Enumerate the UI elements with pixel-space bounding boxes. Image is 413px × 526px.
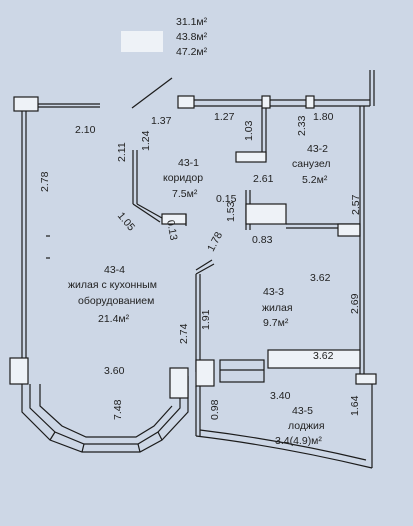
dim-2-11: 2.11 (116, 142, 128, 162)
room-area-43-3: 9.7м² (263, 317, 289, 329)
summary-area-1: 31.1м² (176, 16, 208, 28)
room-name-43-4-line1: жилая с кухонным (68, 279, 157, 291)
room-area-43-2: 5.2м² (302, 174, 328, 186)
room-name-43-2: санузел (292, 158, 331, 170)
room-name-43-3: жилая (262, 302, 293, 314)
dim-2-74: 2.74 (178, 323, 190, 344)
dim-2-10: 2.10 (75, 124, 96, 136)
corridor-walls (131, 77, 187, 226)
room-name-43-5: лоджия (288, 420, 325, 432)
room-id-43-3: 43-3 (263, 286, 285, 298)
summary-area-3: 47.2м² (176, 46, 208, 58)
room-name-43-1: коридор (163, 172, 204, 184)
dim-0-98: 0.98 (209, 399, 221, 420)
dim-1-03: 1.03 (243, 120, 255, 141)
dim-3-40: 3.40 (270, 390, 291, 402)
dim-1-53: 1.53 (225, 201, 237, 222)
dim-2-33: 2.33 (296, 115, 308, 136)
room-id-43-4: 43-4 (104, 264, 126, 276)
bay-window (21, 367, 189, 453)
wall-left (9, 111, 50, 385)
dim-2-57: 2.57 (350, 194, 362, 215)
summary-area-2: 43.8м² (176, 31, 208, 43)
dim-2-61: 2.61 (253, 173, 274, 185)
dim-0-15: 0.15 (216, 193, 237, 205)
dim-1-64: 1.64 (349, 395, 361, 416)
wall-top-right (177, 70, 375, 109)
dim-3-62-upper: 3.62 (310, 272, 331, 284)
room-id-43-1: 43-1 (178, 157, 200, 169)
dim-7-48: 7.48 (112, 399, 124, 420)
partition-walls (195, 259, 361, 387)
dim-3-60: 3.60 (104, 365, 125, 377)
room-id-43-5: 43-5 (292, 405, 314, 417)
room-id-43-2: 43-2 (307, 143, 329, 155)
dim-1-91: 1.91 (200, 309, 212, 330)
dim-3-62-lower: 3.62 (313, 350, 334, 362)
dim-0-83: 0.83 (252, 234, 273, 246)
room-name-43-4-line2: оборудованием (78, 295, 155, 307)
dim-1-80: 1.80 (313, 111, 334, 123)
loggia-outline (195, 386, 373, 469)
bathroom-walls (235, 108, 361, 237)
room-area-43-4: 21.4м² (98, 313, 130, 325)
dim-1-37: 1.37 (151, 115, 172, 127)
redacted-block (121, 31, 163, 52)
wall-right (355, 106, 377, 468)
room-area-43-1: 7.5м² (172, 188, 198, 200)
room-area-43-5: 3.4(4.9)м² (275, 435, 322, 447)
wall-top-left (13, 96, 100, 112)
dim-1-27: 1.27 (214, 111, 235, 123)
dim-2-78: 2.78 (39, 171, 51, 192)
dim-1-24: 1.24 (140, 130, 152, 151)
dim-2-69: 2.69 (349, 293, 361, 314)
